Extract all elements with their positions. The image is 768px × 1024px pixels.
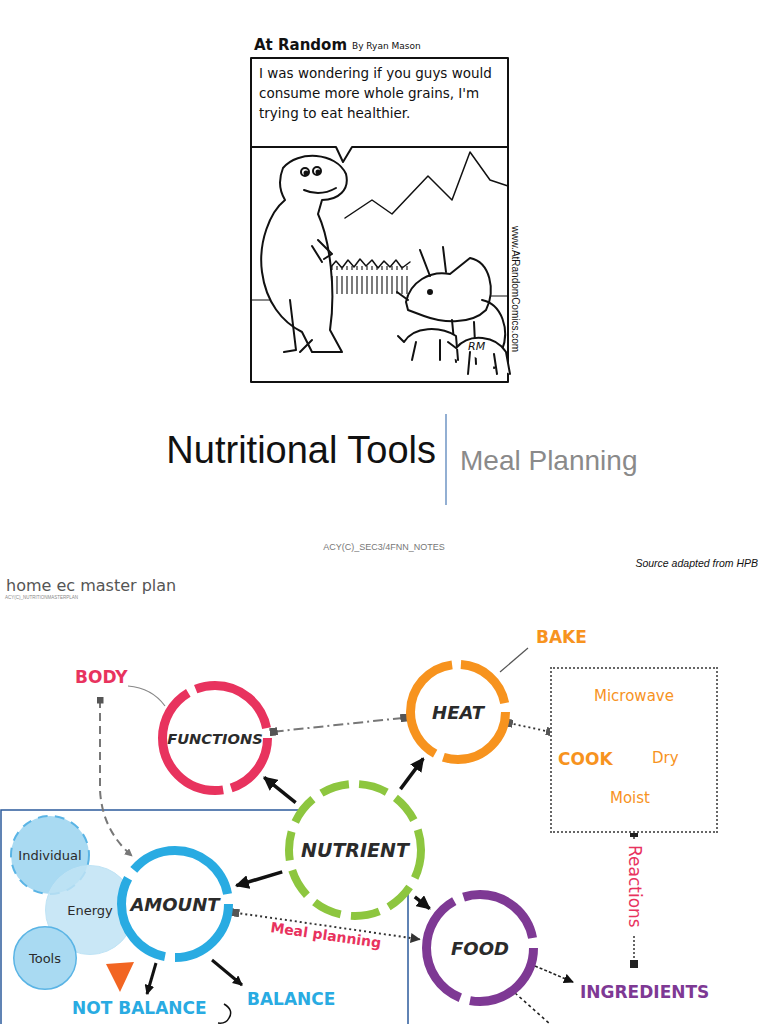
bake-leader [500, 648, 528, 672]
node-text: FUNCTIONS [167, 730, 263, 747]
bake-label: BAKE [536, 627, 587, 647]
not-balance-label: NOT BALANCE [72, 998, 207, 1018]
comic-url: www.AtRandomComics.com [509, 226, 521, 352]
node-text: Microwave [594, 687, 674, 705]
connector [415, 897, 430, 909]
reactions-end [630, 960, 638, 968]
t-rex-pupil [317, 171, 320, 174]
triceratops-horns [397, 247, 446, 300]
doc-code: ACY(C)_SEC3/4FNN_NOTES [0, 542, 768, 553]
circle-ring [411, 665, 506, 760]
connector [509, 723, 550, 732]
panel-border [251, 58, 508, 382]
t-rex-arms [312, 240, 332, 262]
small-dinosaur [398, 329, 458, 360]
triceratops-head [406, 258, 491, 321]
t-rex-mouth [304, 188, 336, 193]
node-text: FOOD [451, 938, 509, 959]
node-text: COOK [558, 749, 613, 769]
node-text: Dry [652, 749, 679, 767]
node-text: Energy [67, 903, 113, 918]
circle-ring [427, 895, 534, 1002]
connector [274, 718, 405, 732]
subtitle: Meal Planning [460, 444, 637, 478]
triceratops-eye [428, 290, 432, 294]
section-heading: home ec master plan [6, 576, 176, 595]
functions-circle: FUNCTIONS [158, 681, 272, 795]
edge-label: Meal planning [268, 918, 385, 951]
reactions-label: Reactions [625, 845, 645, 928]
t-rex-pupil [305, 172, 308, 175]
tiny-code: ACY(C)_NUTRITIONMASTERPLAN [5, 595, 78, 600]
food-circle: FOOD [422, 890, 538, 1006]
t-rex-legs [284, 300, 312, 352]
amount-balance-arrow [212, 960, 242, 985]
node-text: NUTRIENT [301, 839, 409, 861]
food-ingredients-arrow [535, 966, 573, 982]
circle-ring [14, 927, 77, 990]
node-text: Moist [610, 789, 650, 807]
t-rex-eye [301, 168, 309, 176]
amount-frame [1, 810, 408, 1024]
small-dinosaur [448, 338, 510, 374]
amount-circle: AMOUNT [117, 846, 233, 962]
heat-circle: HEAT [406, 660, 510, 764]
bush-hatching [330, 266, 410, 294]
bracket [218, 1004, 231, 1023]
circle-ring [163, 686, 268, 791]
signature: RM [468, 340, 485, 353]
food-outgoing-line [515, 993, 550, 1024]
t-rex-eye [313, 167, 321, 175]
connector [236, 872, 282, 886]
ingredients-label: INGREDIENTS [580, 982, 709, 1002]
node-text: AMOUNT [130, 894, 219, 915]
body-label: BODY [75, 667, 128, 687]
body-amount-link [100, 700, 132, 856]
circle-ring [289, 784, 421, 916]
page-title: Nutritional Tools [0, 428, 436, 474]
connector [264, 777, 295, 802]
balance-label: BALANCE [247, 989, 335, 1009]
tools-circle: Tools [13, 926, 77, 990]
mountains [345, 152, 508, 218]
node-text: Tools [29, 951, 61, 966]
source-note: Source adapted from HPB [0, 557, 758, 570]
nutrient-circle: NUTRIENT [285, 780, 425, 920]
t-rex [261, 156, 347, 352]
comic-panel [251, 58, 510, 382]
connector [400, 758, 423, 789]
title-divider [445, 414, 446, 505]
circle-ring [122, 851, 229, 958]
speech-text: I was wondering if you guys would consum… [259, 63, 504, 123]
node-text: Individual [18, 848, 81, 863]
node-text: HEAT [432, 702, 484, 723]
orange-triangle [106, 962, 134, 992]
amount-not-balance-arrow [147, 963, 156, 994]
body-leader [128, 686, 165, 706]
comic-author: By Ryan Mason [352, 41, 421, 52]
cook-box: MicrowaveCOOK DryMoist [550, 667, 718, 833]
comic-title: At Random [254, 36, 347, 54]
